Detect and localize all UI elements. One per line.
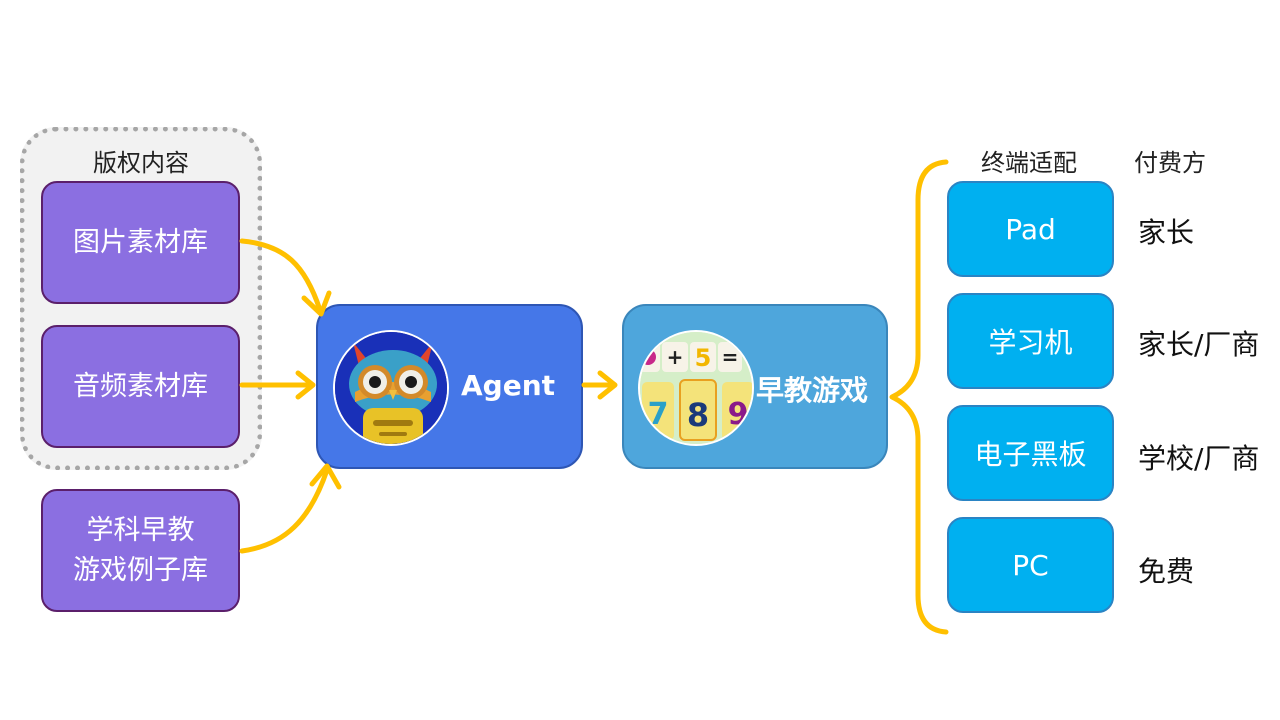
- number-game-icon: + 5 = 7 8 9: [638, 330, 754, 446]
- game-examples-line1: 学科早教: [86, 514, 195, 546]
- arrowhead-examples: [309, 463, 342, 490]
- arrowhead-image: [301, 290, 332, 317]
- svg-text:8: 8: [687, 396, 709, 434]
- game-examples-line2: 游戏例子库: [73, 554, 208, 586]
- copyright-group-title: 版权内容: [93, 149, 189, 177]
- owl-robot-icon: [333, 330, 449, 446]
- device-adaptation-header: 终端适配: [981, 149, 1077, 177]
- payer-pc: 免费: [1138, 555, 1195, 588]
- payer-learning-machine: 家长/厂商: [1138, 328, 1260, 361]
- arrow-examples-to-agent: [239, 467, 330, 554]
- game-examples-box[interactable]: 学科早教 游戏例子库: [41, 489, 240, 612]
- device-pad-box[interactable]: Pad: [947, 181, 1114, 277]
- device-pc-box[interactable]: PC: [947, 517, 1114, 613]
- arrowhead-game: [597, 370, 618, 400]
- payer-electronic-blackboard: 学校/厂商: [1138, 442, 1260, 475]
- device-learning-machine-box[interactable]: 学习机: [947, 293, 1114, 389]
- image-library-box[interactable]: 图片素材库: [41, 181, 240, 304]
- device-brace: [889, 159, 949, 635]
- audio-library-box[interactable]: 音频素材库: [41, 325, 240, 448]
- svg-text:+: +: [667, 345, 684, 369]
- svg-text:5: 5: [695, 344, 712, 372]
- arrowhead-audio: [295, 370, 316, 400]
- early-education-game-label: 早教游戏: [756, 374, 869, 407]
- arrow-image-to-agent: [239, 238, 323, 313]
- payer-pad: 家长: [1138, 216, 1195, 249]
- svg-text:=: =: [722, 345, 739, 369]
- svg-text:7: 7: [648, 397, 669, 432]
- payer-header: 付费方: [1134, 149, 1206, 177]
- device-electronic-blackboard-box[interactable]: 电子黑板: [947, 405, 1114, 501]
- agent-label: Agent: [461, 369, 556, 402]
